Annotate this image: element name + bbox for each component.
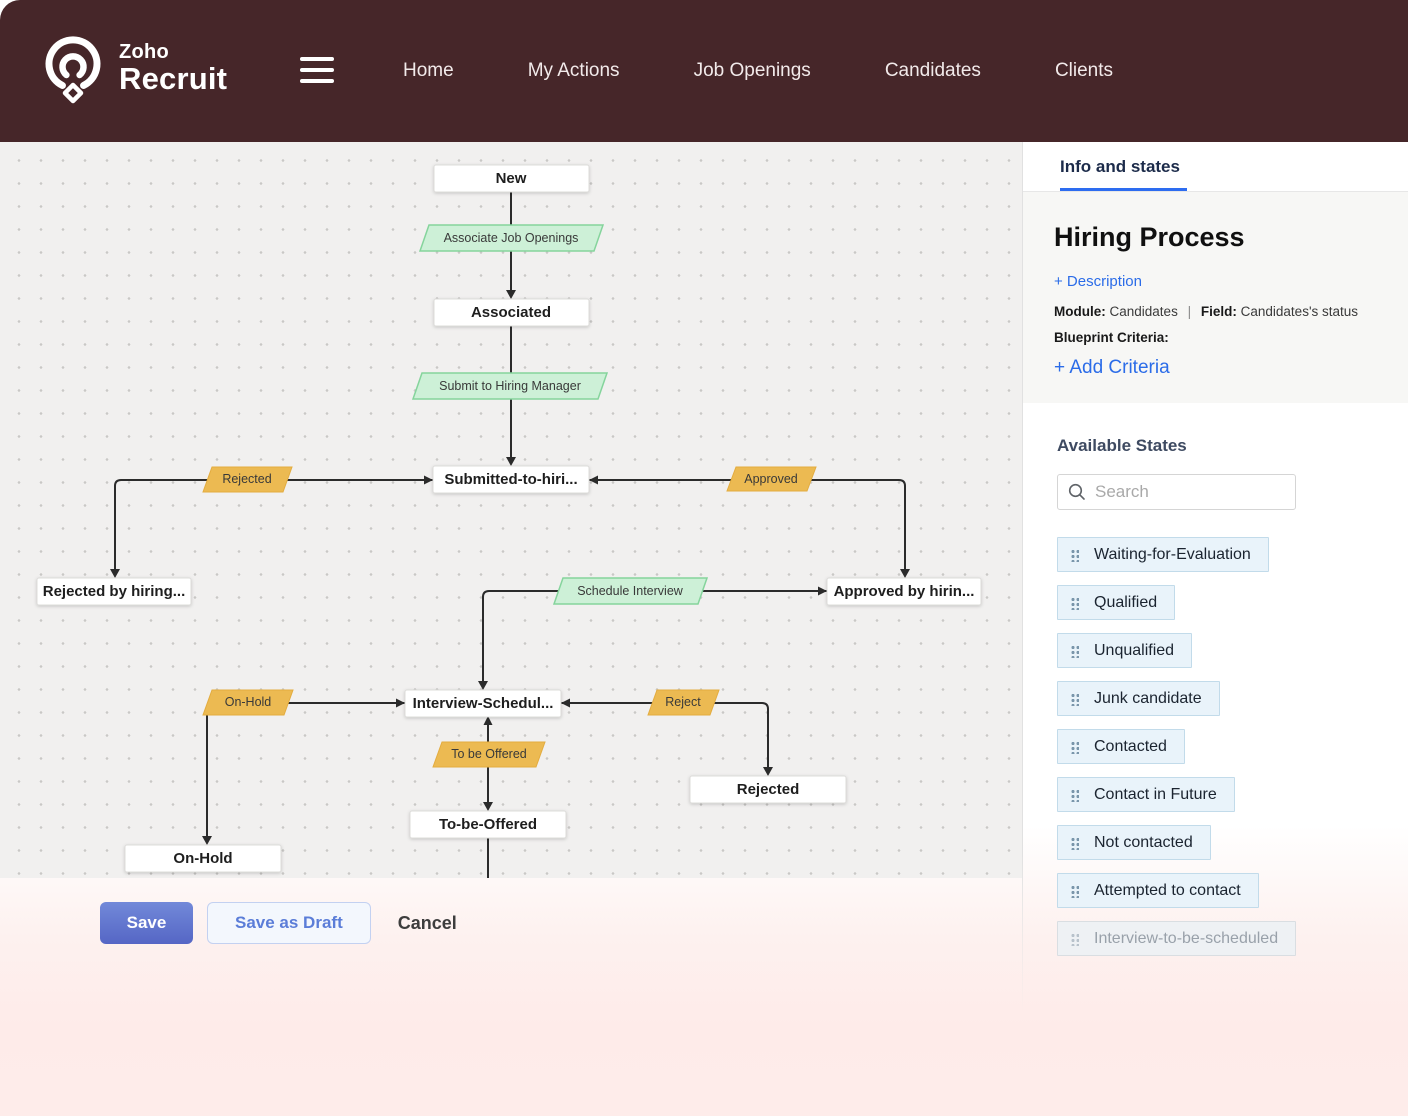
- module-field-meta: Module: Candidates | Field: Candidates's…: [1054, 304, 1376, 319]
- svg-text:Rejected by hiring...: Rejected by hiring...: [43, 583, 186, 600]
- svg-text:Reject: Reject: [665, 695, 701, 709]
- state-node-associated[interactable]: Associated: [434, 299, 589, 326]
- state-node-approved-by-hiring[interactable]: Approved by hirin...: [827, 578, 981, 605]
- zoho-recruit-logo[interactable]: Zoho Recruit: [40, 33, 227, 112]
- nav-item-job-openings[interactable]: Job Openings: [694, 60, 811, 82]
- panel-tabbar: Info and states: [1023, 142, 1408, 192]
- nav-item-clients[interactable]: Clients: [1055, 60, 1113, 82]
- drag-handle-icon: [1070, 884, 1079, 898]
- svg-text:Rejected: Rejected: [222, 472, 271, 486]
- zoho-recruit-logo-icon: [40, 33, 106, 112]
- svg-text:To-be-Offered: To-be-Offered: [439, 816, 537, 833]
- add-description-link[interactable]: + Description: [1054, 273, 1142, 290]
- main-nav: Home My Actions Job Openings Candidates …: [403, 0, 1113, 142]
- blueprint-criteria-label: Blueprint Criteria:: [1054, 330, 1376, 345]
- state-chip-interview-to-be-scheduled: Interview-to-be-scheduled: [1057, 921, 1296, 956]
- state-chip-attempted-to-contact[interactable]: Attempted to contact: [1057, 873, 1259, 908]
- field-value: Candidates's status: [1241, 304, 1358, 319]
- svg-text:Approved by hirin...: Approved by hirin...: [834, 583, 975, 600]
- module-label: Module:: [1054, 304, 1106, 319]
- info-panel: Info and states Hiring Process + Descrip…: [1023, 142, 1408, 956]
- logo-brand-text: Zoho: [119, 41, 227, 63]
- state-node-on-hold[interactable]: On-Hold: [125, 845, 281, 872]
- drag-handle-icon: [1070, 836, 1079, 850]
- state-chip-contact-in-future[interactable]: Contact in Future: [1057, 777, 1235, 812]
- blueprint-info-section: Hiring Process + Description Module: Can…: [1023, 192, 1408, 403]
- state-chip-unqualified[interactable]: Unqualified: [1057, 633, 1192, 668]
- available-states-section: Available States Waiting-for-Evaluation …: [1023, 403, 1408, 956]
- state-chip-contacted[interactable]: Contacted: [1057, 729, 1185, 764]
- save-as-draft-button[interactable]: Save as Draft: [207, 902, 371, 944]
- blueprint-canvas[interactable]: Associate Job Openings Submit to Hiring …: [0, 142, 1022, 878]
- transition-approved[interactable]: Approved: [727, 467, 816, 491]
- svg-text:To be Offered: To be Offered: [451, 747, 527, 761]
- transition-rejected[interactable]: Rejected: [203, 467, 292, 492]
- svg-text:Schedule Interview: Schedule Interview: [577, 584, 684, 598]
- transition-associate-job-openings[interactable]: Associate Job Openings: [420, 225, 603, 251]
- drag-handle-icon: [1070, 740, 1079, 754]
- state-chip-waiting-for-evaluation[interactable]: Waiting-for-Evaluation: [1057, 537, 1269, 572]
- transition-on-hold[interactable]: On-Hold: [203, 690, 293, 715]
- states-search-input[interactable]: [1095, 482, 1285, 502]
- search-icon: [1068, 483, 1086, 501]
- svg-text:Interview-Schedul...: Interview-Schedul...: [413, 695, 554, 712]
- available-states-title: Available States: [1057, 436, 1378, 456]
- field-label: Field:: [1201, 304, 1237, 319]
- logo-product-text: Recruit: [119, 63, 227, 96]
- drag-handle-icon: [1070, 596, 1079, 610]
- svg-text:Approved: Approved: [744, 472, 798, 486]
- transition-submit-to-hiring-manager[interactable]: Submit to Hiring Manager: [413, 373, 607, 399]
- state-node-new[interactable]: New: [434, 165, 589, 192]
- drag-handle-icon: [1070, 788, 1079, 802]
- svg-text:Associated: Associated: [471, 304, 551, 321]
- hamburger-menu-icon[interactable]: [300, 57, 334, 83]
- drag-handle-icon: [1070, 644, 1079, 658]
- state-node-to-be-offered[interactable]: To-be-Offered: [410, 811, 566, 838]
- tab-info-and-states[interactable]: Info and states: [1060, 142, 1180, 192]
- states-search-box: [1057, 474, 1296, 510]
- save-button[interactable]: Save: [100, 902, 193, 944]
- svg-text:Associate Job Openings: Associate Job Openings: [444, 231, 579, 245]
- drag-handle-icon: [1070, 692, 1079, 706]
- drag-handle-icon: [1070, 548, 1079, 562]
- app-header: Zoho Recruit Home My Actions Job Opening…: [0, 0, 1408, 142]
- drag-handle-icon: [1070, 932, 1079, 946]
- svg-text:On-Hold: On-Hold: [225, 695, 272, 709]
- svg-text:New: New: [496, 170, 527, 187]
- cancel-button[interactable]: Cancel: [398, 913, 457, 934]
- transition-to-be-offered[interactable]: To be Offered: [433, 742, 545, 767]
- add-criteria-link[interactable]: + Add Criteria: [1054, 357, 1170, 379]
- svg-text:Submitted-to-hiri...: Submitted-to-hiri...: [444, 471, 577, 488]
- nav-item-my-actions[interactable]: My Actions: [528, 60, 620, 82]
- state-chip-not-contacted[interactable]: Not contacted: [1057, 825, 1211, 860]
- transition-schedule-interview[interactable]: Schedule Interview: [554, 578, 707, 604]
- module-value: Candidates: [1110, 304, 1178, 319]
- state-node-rejected-by-hiring[interactable]: Rejected by hiring...: [37, 578, 191, 605]
- state-node-interview-scheduled[interactable]: Interview-Schedul...: [405, 690, 561, 717]
- available-states-list: Waiting-for-Evaluation Qualified Unquali…: [1057, 537, 1378, 956]
- footer-actions: Save Save as Draft Cancel: [100, 902, 457, 944]
- state-node-submitted-to-hiring[interactable]: Submitted-to-hiri...: [433, 466, 589, 493]
- active-tab-underline: [1060, 188, 1187, 191]
- state-node-rejected[interactable]: Rejected: [690, 776, 846, 803]
- blueprint-title: Hiring Process: [1054, 222, 1376, 253]
- meta-separator: |: [1188, 304, 1192, 319]
- svg-text:Rejected: Rejected: [737, 781, 800, 798]
- svg-text:On-Hold: On-Hold: [173, 850, 232, 867]
- svg-text:Submit to Hiring Manager: Submit to Hiring Manager: [439, 379, 581, 393]
- state-chip-qualified[interactable]: Qualified: [1057, 585, 1175, 620]
- transition-edges: [110, 192, 910, 878]
- nav-item-candidates[interactable]: Candidates: [885, 60, 981, 82]
- nav-item-home[interactable]: Home: [403, 60, 454, 82]
- transition-reject[interactable]: Reject: [648, 690, 719, 715]
- state-chip-junk-candidate[interactable]: Junk candidate: [1057, 681, 1220, 716]
